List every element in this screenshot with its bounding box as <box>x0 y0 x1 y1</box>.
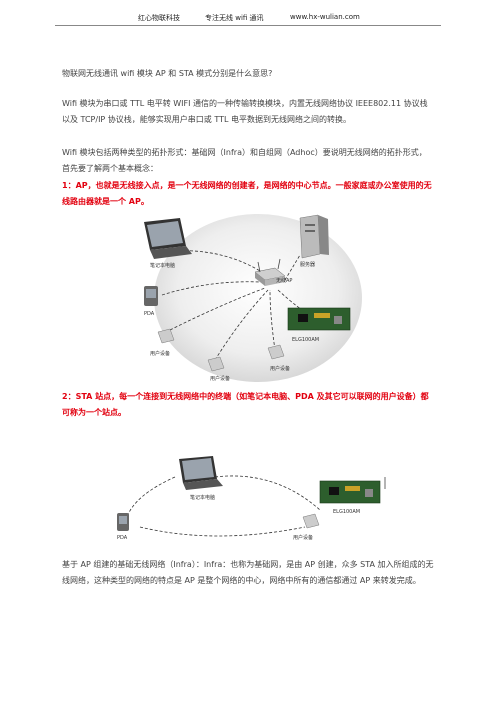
footer-paragraph: 基于 AP 组建的基础无线网络（Infra）：Infra：也称为基础网，是由 A… <box>62 560 434 585</box>
topology-paragraph: Wifi 模块包括两种类型的拓扑形式：基础网（Infra）和自组网（Adhoc）… <box>62 148 427 173</box>
station-links <box>126 475 321 537</box>
laptop-label: 笔记本电脑 <box>190 494 215 501</box>
user-device-3-icon: 用户设备 <box>267 344 290 372</box>
intro-paragraph: Wifi 模块为串口或 TTL 电平转 WIFI 通信的一种传输转换模块，内置无… <box>62 99 428 124</box>
document-title: 物联网无线通讯 wifi 模块 AP 和 STA 模式分别是什么意思? <box>62 69 273 78</box>
server-icon: 服务器 <box>299 214 329 268</box>
laptop-label: 笔记本电脑 <box>150 262 175 269</box>
pda-label: PDA <box>144 311 155 317</box>
user-device-3-label: 用户设备 <box>270 365 290 372</box>
user-device-label: 用户设备 <box>293 534 313 541</box>
ap-network-diagram: 笔记本电脑 服务器 无线AP PDA 用户设备 用户设备 用户设备 ELG100 <box>144 214 362 382</box>
sta-heading: 2：STA 站点，每一个连接到无线网络中的终端（如笔记本电脑、PDA 及其它可以… <box>62 392 429 417</box>
header-rule <box>55 25 441 26</box>
pda-icon: PDA <box>144 286 158 317</box>
access-point-icon: 无线AP <box>254 258 292 286</box>
module-board-icon: ELG100AM <box>319 477 386 515</box>
module-board-label: ELG100AM <box>292 337 319 343</box>
header-company: 红心物联科技 <box>138 14 180 22</box>
sta-network-diagram: 笔记本电脑 PDA 用户设备 ELG100AM <box>117 456 386 541</box>
user-device-1-icon: 用户设备 <box>150 328 175 357</box>
server-label: 服务器 <box>300 261 315 268</box>
ap-heading: 1：AP，也就是无线接入点，是一个无线网络的创建者，是网络的中心节点。一般家庭或… <box>62 181 432 206</box>
user-device-2-icon: 用户设备 <box>207 356 230 382</box>
module-board-label: ELG100AM <box>333 509 360 515</box>
module-board-icon: ELG100AM <box>287 307 351 343</box>
header-slogan: 专注无线 wifi 通讯 <box>205 14 264 22</box>
header-url: www.hx-wulian.com <box>290 13 360 21</box>
pda-label: PDA <box>117 535 128 541</box>
page-header: 红心物联科技 专注无线 wifi 通讯 www.hx-wulian.com <box>0 10 496 34</box>
user-device-1-label: 用户设备 <box>150 350 170 357</box>
laptop-icon: 笔记本电脑 <box>144 218 192 269</box>
laptop-icon: 笔记本电脑 <box>179 456 223 501</box>
user-device-icon: 用户设备 <box>293 513 320 541</box>
user-device-2-label: 用户设备 <box>210 375 230 382</box>
pda-icon: PDA <box>117 513 129 541</box>
coverage-area <box>154 214 362 382</box>
ap-label: 无线AP <box>276 277 292 284</box>
